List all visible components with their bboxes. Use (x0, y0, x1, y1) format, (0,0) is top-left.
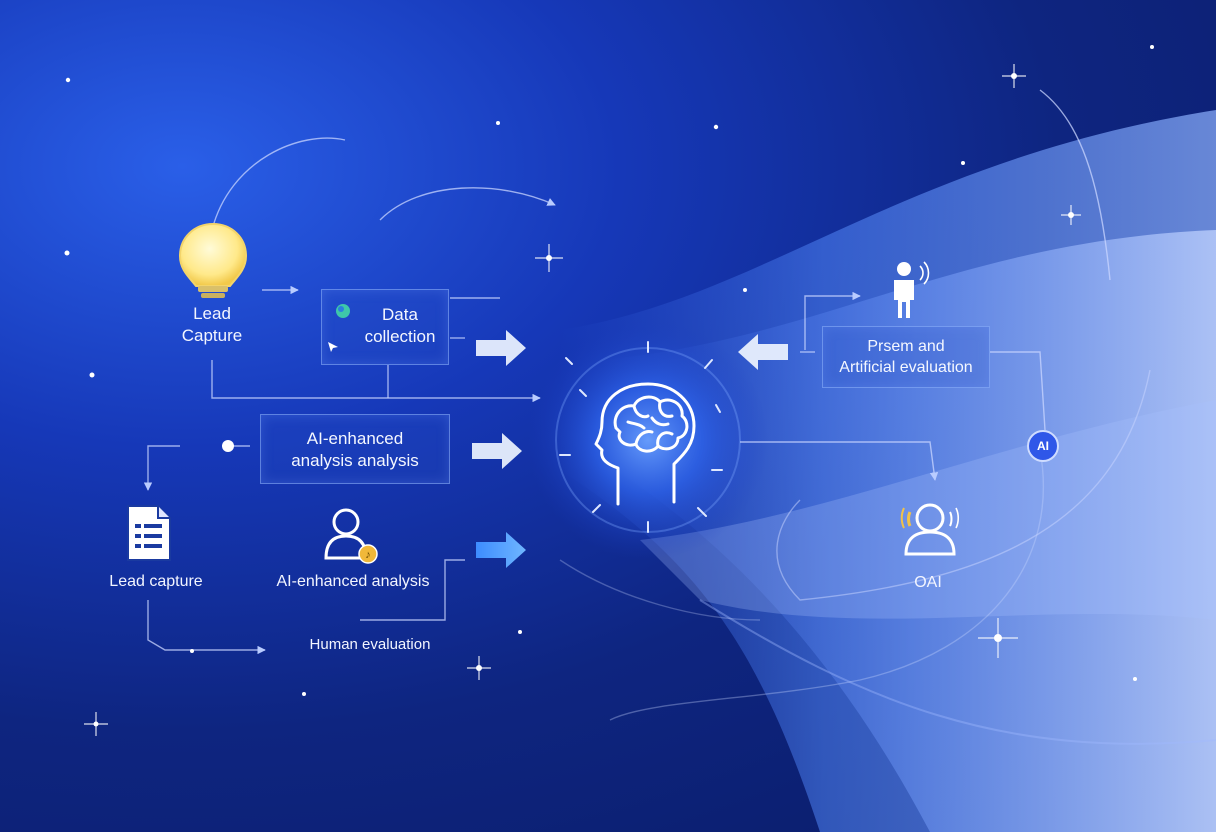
ai-analysis-line1: AI-enhanced (306, 429, 404, 448)
document-icon (127, 505, 171, 561)
evaluation-box[interactable]: Prsem and Artificial evaluation (822, 326, 990, 388)
ai-analysis-line2: analysis analysis (291, 451, 419, 470)
ai-badge: AI (1027, 430, 1059, 462)
data-icon (336, 304, 350, 318)
lead-capture-bottom-label: Lead capture (109, 573, 203, 590)
arrow-left-icon (738, 334, 788, 370)
arrow-right-icon (472, 433, 522, 469)
lead-capture-top-label: Lead Capture (181, 304, 243, 345)
oai-label: OAI (914, 574, 942, 591)
standing-person-icon (894, 261, 930, 318)
evaluation-line2: Artificial evaluation (839, 359, 973, 376)
pointer-icon (328, 342, 338, 352)
arrow-right-icon (476, 330, 526, 366)
ai-analysis-box[interactable]: AI-enhanced analysis analysis (260, 414, 450, 484)
svg-text:♪: ♪ (365, 549, 371, 561)
data-collection-box[interactable]: Data collection (321, 289, 449, 365)
ai-analysis-bottom-label: AI-enhanced analysis (276, 573, 430, 590)
connector-node (222, 440, 234, 452)
arrow-right-icon (476, 532, 526, 568)
lightbulb-icon (178, 222, 248, 298)
evaluation-line1: Prsem and (867, 338, 945, 355)
human-evaluation-label: Human evaluation (309, 636, 431, 653)
data-collection-line2: collection (364, 327, 436, 346)
data-collection-line1: Data (382, 305, 418, 324)
wave-shape (600, 230, 1216, 832)
person-icon: ♪ (324, 508, 378, 564)
brain-head-icon (594, 382, 696, 506)
headset-person-icon (900, 503, 960, 556)
wave-shape (640, 400, 1216, 620)
coin-icon: ♪ (358, 544, 378, 564)
